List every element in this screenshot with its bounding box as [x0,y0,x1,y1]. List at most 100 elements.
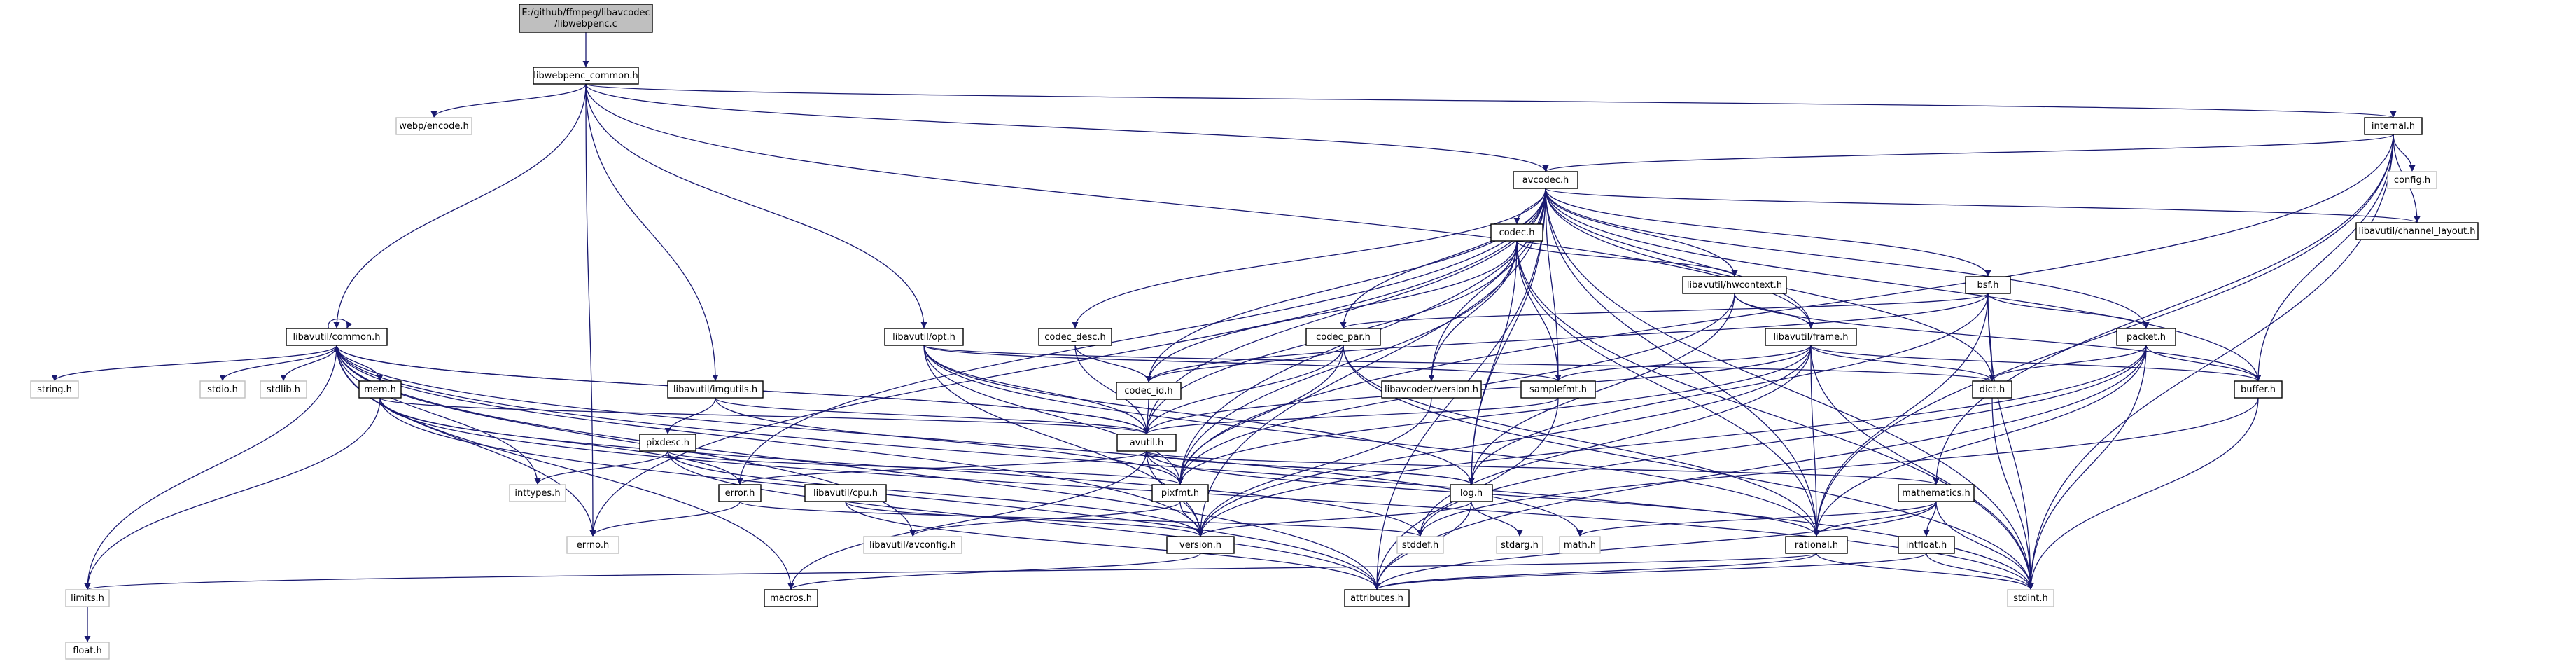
edge-packet-to-attributes [1373,345,2147,590]
edge-bsf-to-codec_par [1340,293,1989,329]
edge-hwcontext-to-frame [1734,293,1814,329]
edge-packet-to-buffer [2146,345,2262,382]
node-buffer[interactable]: buffer.h [2234,380,2283,399]
node-pixdesc[interactable]: pixdesc.h [639,434,696,452]
edge-version-to-macros [788,553,1201,590]
node-dict[interactable]: dict.h [1972,380,2012,399]
node-pixfmt[interactable]: pixfmt.h [1152,484,1209,502]
node-mathematics[interactable]: mathematics.h [1898,484,1975,502]
edge-libwebpenc_common-to-webp_encode [430,83,587,118]
node-stdio: stdio.h [200,380,246,399]
node-label: string.h [37,385,72,395]
node-codec[interactable]: codec.h [1490,223,1544,242]
node-libwebpenc-common[interactable]: libwebpenc_common.h [533,67,639,85]
edge-imgutils-to-pixdesc [664,397,716,435]
edge-libwebpenc_common-to-opt [585,83,927,329]
node-rational[interactable]: rational.h [1785,536,1848,554]
edge-dict-to-stdint [1991,397,2034,590]
node-label: codec_id.h [1124,386,1172,396]
node-internal[interactable]: internal.h [2364,117,2423,135]
edge-avcodec-to-hwcontext [1545,188,1738,277]
node-label: codec_par.h [1316,332,1371,343]
edge-avutil-to-error [736,450,1147,485]
edge-frame-to-pixfmt [1177,345,1812,485]
node-hwcontext[interactable]: libavutil/hwcontext.h [1682,276,1787,294]
root-source-file-node[interactable]: E:/github/ffmpeg/libavcodec /libwebpenc.… [519,4,653,33]
node-codec-desc[interactable]: codec_desc.h [1038,328,1112,346]
node-mem[interactable]: mem.h [358,380,402,399]
edge-intfloat-to-stdint [1926,553,2034,590]
edge-common-to-version [336,345,1204,537]
node-label: pixdesc.h [646,438,690,448]
edge-bsf-to-log [1468,293,1989,485]
edge-codec-to-hwcontext [1516,240,1738,277]
node-cpu[interactable]: libavutil/cpu.h [804,484,887,502]
node-label: stdarg.h [1501,540,1539,551]
edge-internal-to-config [2393,134,2416,172]
node-lavc-version[interactable]: libavcodec/version.h [1381,380,1482,399]
edge-libwebpenc_common-to-imgutils [585,83,719,382]
node-log[interactable]: log.h [1450,484,1493,502]
node-inttypes: inttypes.h [509,484,566,502]
node-codec-par[interactable]: codec_par.h [1306,328,1381,346]
edge-log-to-version [1197,501,1472,537]
node-stdlib: stdlib.h [260,380,307,399]
edge-internal-to-rational [1813,134,2394,537]
node-stdint: stdint.h [2007,589,2054,607]
node-label: libavutil/channel_layout.h [2359,226,2476,237]
edge-opt-to-rational [923,345,1820,537]
node-label: avutil.h [1130,438,1164,448]
edge-internal-to-stdint [2027,134,2394,590]
edge-codec_desc-to-codec_id [1074,345,1152,383]
edge-pixfmt-to-avconfig [909,501,1181,537]
node-bsf[interactable]: bsf.h [1965,276,2011,294]
node-packet[interactable]: packet.h [2116,328,2176,346]
node-intfloat[interactable]: intfloat.h [1898,536,1955,554]
node-label: libavutil/common.h [293,332,380,343]
edge-packet-to-version [1197,345,2147,537]
node-opt[interactable]: libavutil/opt.h [884,328,964,346]
node-label: stddef.h [1402,540,1438,551]
node-avutil[interactable]: avutil.h [1116,434,1177,452]
edge-opt-to-dict [923,345,1995,382]
edge-libwebpenc_common-to-errno [585,83,596,537]
node-frame[interactable]: libavutil/frame.h [1765,328,1857,346]
edge-mathematics-to-rational [1813,501,1937,537]
root-label-line-1: E:/github/ffmpeg/libavcodec [522,8,650,18]
edge-rational-to-limits [85,553,1817,590]
edge-avcodec-to-buffer [1545,188,2262,382]
node-common[interactable]: libavutil/common.h [286,328,388,346]
node-samplefmt[interactable]: samplefmt.h [1520,380,1596,399]
node-error[interactable]: error.h [718,484,762,502]
node-channel-layout[interactable]: libavutil/channel_layout.h [2356,222,2479,240]
edge-codec_desc-to-avutil [1074,345,1150,435]
edge-common-to-stdio [219,345,337,382]
edge-packet-to-rational [1813,345,2147,537]
node-avcodec[interactable]: avcodec.h [1513,171,1578,189]
node-imgutils[interactable]: libavutil/imgutils.h [667,380,764,399]
edge-opt-to-samplefmt [923,345,1562,382]
edge-common-to-stdlib [280,345,337,382]
edge-internal-to-buffer [2255,134,2394,382]
node-float: float.h [65,642,110,660]
edge-frame-to-rational [1810,345,1820,537]
node-label: internal.h [2372,121,2415,132]
edge-error-to-stddef [739,501,1424,537]
edge-avcodec-to-packet [1545,188,2150,329]
node-string: string.h [30,380,79,399]
edge-frame-to-dict [1810,345,1996,382]
node-label: stdlib.h [267,385,300,395]
node-label: libavutil/hwcontext.h [1687,280,1782,291]
node-label: bsf.h [1977,280,1998,291]
edge-bsf-to-rational [1813,293,1989,537]
node-avconfig: libavutil/avconfig.h [863,536,962,554]
node-label: stdio.h [207,385,238,395]
node-macros[interactable]: macros.h [764,589,818,607]
edge-avcodec-to-codec_desc [1072,188,1546,329]
node-attributes[interactable]: attributes.h [1344,589,1410,607]
edge-mathematics-to-attributes [1373,501,1937,590]
node-codec-id[interactable]: codec_id.h [1116,382,1182,400]
node-label: attributes.h [1350,593,1404,604]
edge-codec-to-samplefmt [1516,240,1562,382]
node-version[interactable]: version.h [1166,536,1235,554]
